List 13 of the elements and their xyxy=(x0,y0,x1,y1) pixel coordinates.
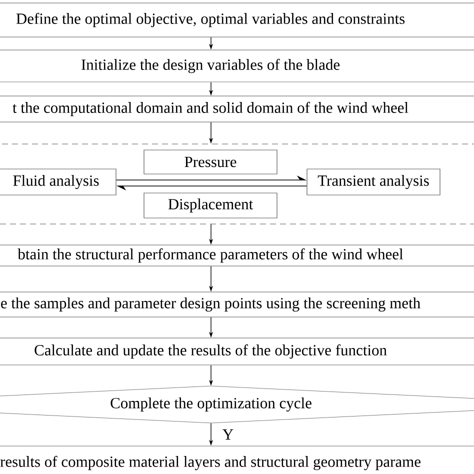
process-box: Pressure xyxy=(144,150,278,174)
process-box: t the computational domain and solid domain of the wind wheel xyxy=(0,96,474,122)
edge-label: Y xyxy=(221,428,235,441)
process-box: e the samples and parameter design points using the screening meth xyxy=(0,292,474,318)
process-box: Calculate and update the results of the objective function xyxy=(0,338,474,366)
process-box: Displacement xyxy=(144,192,278,218)
process-box: Transient analysis xyxy=(306,168,440,196)
process-box: Fluid analysis xyxy=(0,168,116,196)
process-box: results of composite material layers and structural geometry parame xyxy=(0,446,474,474)
process-box: Define the optimal objective, optimal variables and constraints xyxy=(0,2,474,38)
process-box: Initialize the design variables of the blade xyxy=(0,50,474,82)
process-box: btain the structural performance parameters of the wind wheel xyxy=(0,244,474,266)
group-band xyxy=(0,144,474,224)
